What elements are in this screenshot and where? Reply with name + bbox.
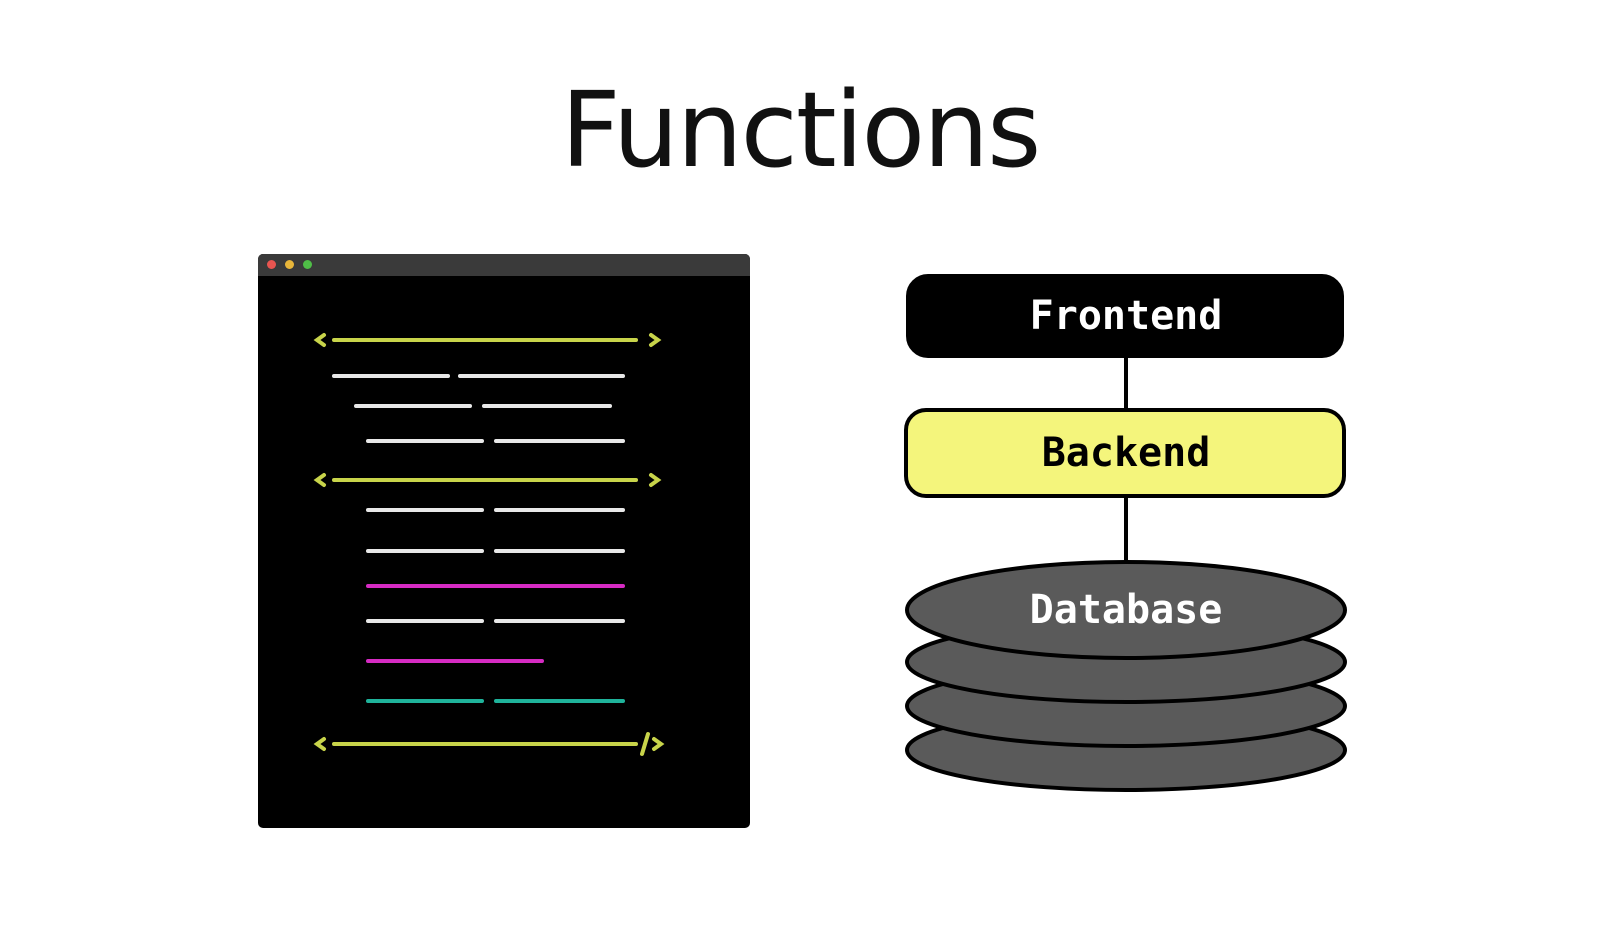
minimize-dot-icon [285, 260, 294, 269]
window-titlebar [258, 254, 750, 276]
code-line-tag-close [313, 732, 665, 756]
slide-title: Functions [560, 69, 1042, 191]
architecture-stack-diagram: Frontend Backend Database [904, 274, 1347, 792]
database-label: Database [1030, 587, 1223, 633]
frontend-box: Frontend [906, 274, 1344, 358]
maximize-dot-icon [303, 260, 312, 269]
backend-box: Backend [904, 408, 1346, 498]
code-editor-window [258, 254, 750, 828]
database-cylinder: Database [905, 560, 1347, 792]
frontend-label: Frontend [1030, 293, 1223, 339]
code-line-tag-open [313, 333, 662, 347]
close-dot-icon [267, 260, 276, 269]
code-line-tag-open [313, 473, 662, 487]
code-lines-graphic [313, 333, 665, 756]
backend-label: Backend [1042, 430, 1211, 476]
